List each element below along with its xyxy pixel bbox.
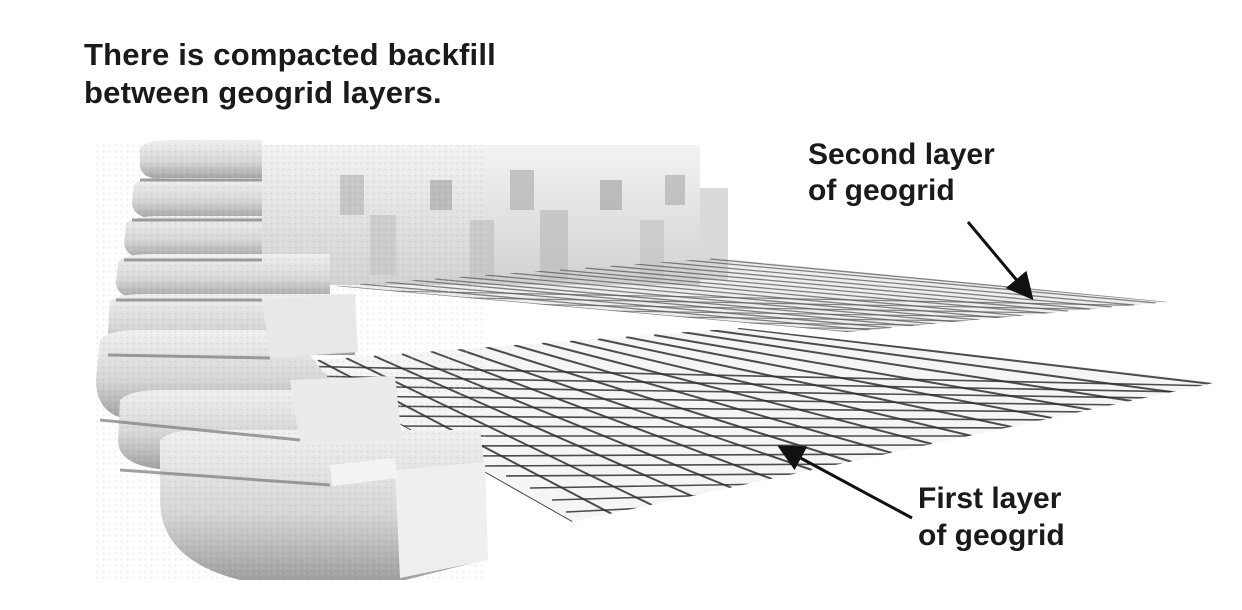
- heading-line-1: There is compacted backfill: [84, 37, 496, 72]
- second-layer-label-line-1: Second layer: [808, 138, 995, 171]
- first-layer-label-line-2: of geogrid: [918, 519, 1065, 552]
- retaining-wall-blocks: [96, 140, 488, 580]
- arrow-to-second-layer: [966, 221, 1034, 301]
- arrow-to-first-layer: [777, 445, 913, 520]
- first-layer-label: First layer of geogrid: [918, 480, 1065, 554]
- heading-line-2: between geogrid layers.: [84, 75, 442, 110]
- second-geogrid-layer: [335, 258, 1168, 332]
- second-layer-label-line-2: of geogrid: [808, 174, 955, 207]
- second-layer-label: Second layer of geogrid: [808, 137, 995, 209]
- heading: There is compacted backfill between geog…: [84, 36, 496, 112]
- first-layer-label-line-1: First layer: [918, 482, 1062, 515]
